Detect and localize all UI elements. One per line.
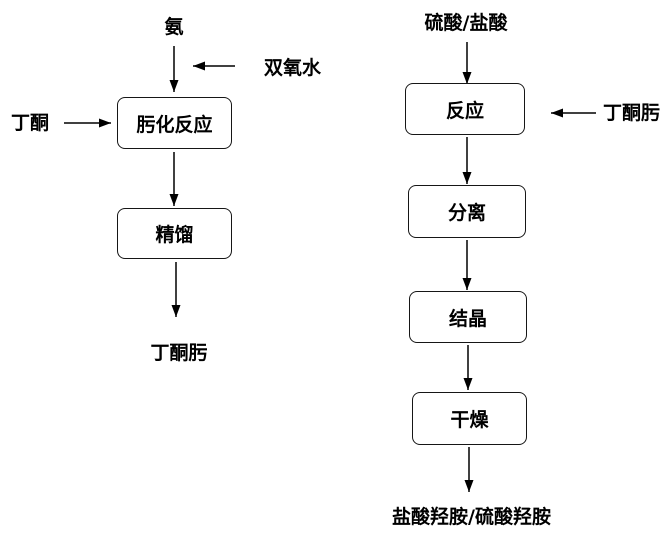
- box-rectification: 精馏: [117, 208, 232, 259]
- label-hydroxylamine-product: 盐酸羟胺/硫酸羟胺: [392, 506, 551, 528]
- label-sulfuric-hydrochloric-acid: 硫酸/盐酸: [424, 12, 508, 34]
- box-drying: 干燥: [412, 392, 527, 445]
- box-oximation-reaction: 肟化反应: [117, 97, 232, 149]
- box-reaction: 反应: [405, 83, 525, 135]
- label-ammonia: 氨: [164, 16, 184, 38]
- label-butanone-oxime-input: 丁酮肟: [603, 102, 661, 124]
- box-crystallization: 结晶: [409, 291, 527, 343]
- label-hydrogen-peroxide: 双氧水: [264, 57, 322, 79]
- label-butanone-oxime-output: 丁酮肟: [150, 342, 208, 364]
- label-butanone: 丁酮: [11, 112, 50, 134]
- box-separation: 分离: [408, 185, 526, 238]
